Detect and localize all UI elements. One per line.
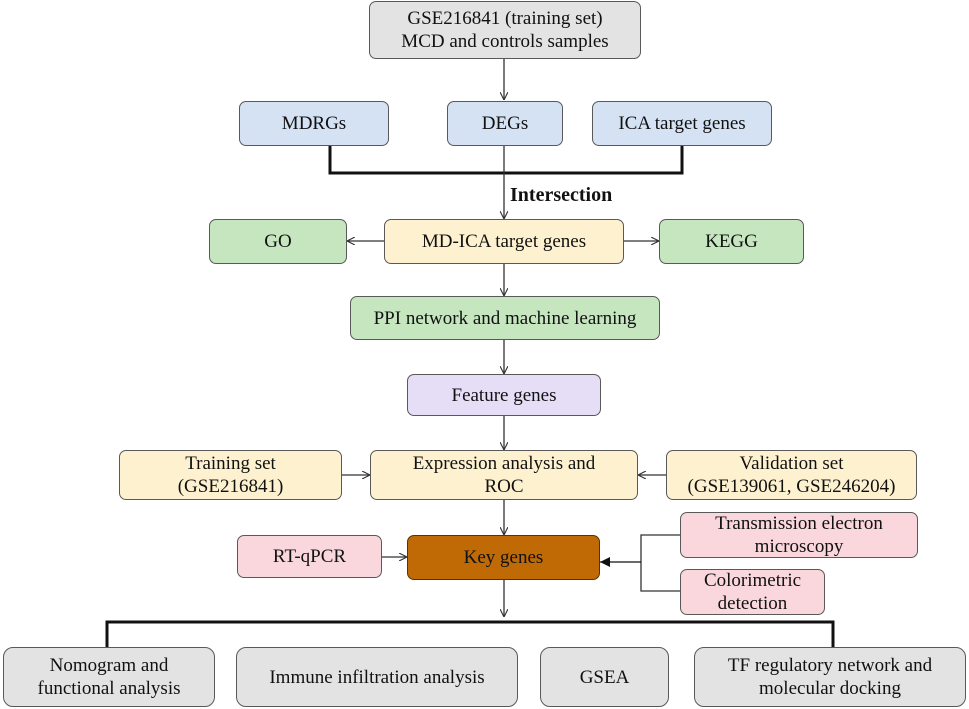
md-ica-target-genes-node: MD-ICA target genes [384,219,624,264]
validation-set-node: Validation set (GSE139061, GSE246204) [666,450,917,500]
training-source-node: GSE216841 (training set) MCD and control… [369,1,641,59]
key-genes-node: Key genes [407,535,600,580]
intersection-label: Intersection [510,184,613,206]
mdrgs-node: MDRGs [239,101,389,146]
bracket-validation-methods [640,534,680,592]
kegg-node: KEGG [659,219,804,264]
ica-target-genes-node: ICA target genes [592,101,772,146]
ppi-ml-node: PPI network and machine learning [350,296,660,340]
go-node: GO [209,219,347,264]
colorimetric-node: Colorimetric detection [680,569,825,615]
training-set-node: Training set (GSE216841) [119,450,342,500]
tem-node: Transmission electron microscopy [680,512,918,558]
bracket-intersection [328,146,684,175]
bracket-analyses [105,620,835,647]
feature-genes-node: Feature genes [407,374,601,416]
degs-node: DEGs [447,101,563,146]
gsea-node: GSEA [540,647,669,707]
rt-qpcr-node: RT-qPCR [237,535,382,578]
tf-network-node: TF regulatory network and molecular dock… [694,647,966,707]
expression-roc-node: Expression analysis and ROC [370,450,638,500]
immune-infiltration-node: Immune infiltration analysis [236,647,518,707]
nomogram-node: Nomogram and functional analysis [3,647,215,707]
